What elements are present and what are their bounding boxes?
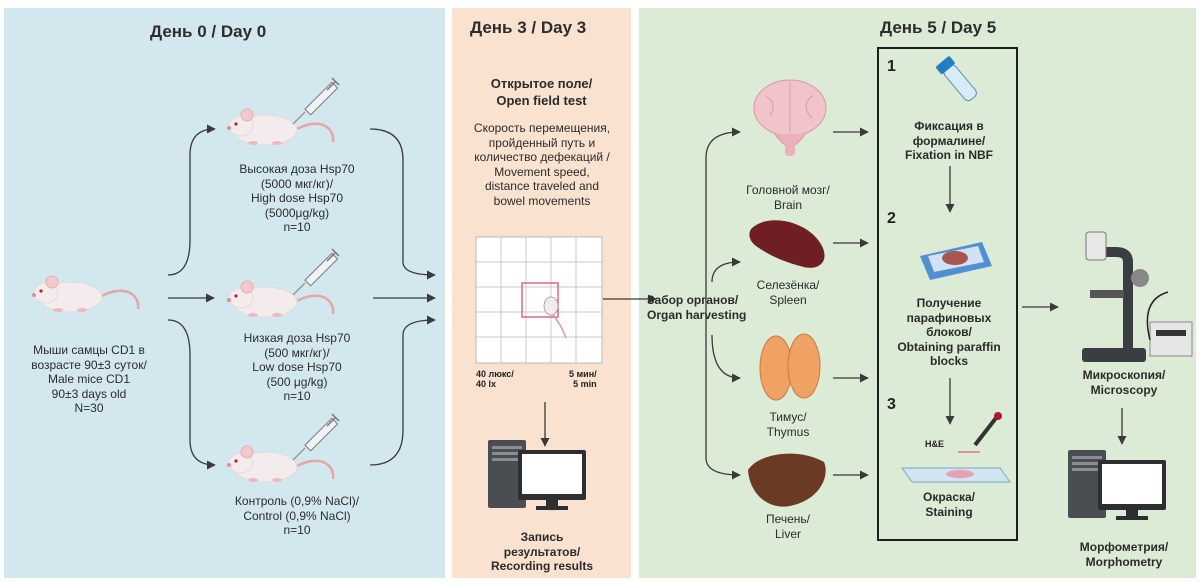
mouse-icon bbox=[225, 107, 335, 147]
morphometry-label: Морфометрия/ Morphometry bbox=[1079, 540, 1169, 569]
day3-title: День 3 / Day 3 bbox=[470, 18, 587, 37]
paraffin-block-icon bbox=[920, 242, 992, 280]
spleen-icon bbox=[749, 220, 825, 268]
organ-arrows bbox=[705, 127, 869, 480]
stain-tag: H&E bbox=[925, 439, 945, 449]
open-field-title: Открытое поле/ Open field test bbox=[490, 76, 593, 108]
day0-arrows bbox=[167, 124, 436, 470]
microscopy-label: Микроскопия/ Microscopy bbox=[1082, 368, 1166, 397]
recording-label: Запись результатов/ Recording results bbox=[490, 530, 594, 573]
day5-title: День 5 / Day 5 bbox=[880, 18, 997, 37]
step1-number: 1 bbox=[887, 58, 896, 75]
open-field-description: Скорость перемещения, пройденный путь и … bbox=[473, 121, 611, 208]
syringe-icon bbox=[292, 248, 340, 296]
dropper-icon bbox=[958, 412, 1002, 453]
step1-label: Фиксация в формалине/ Fixation in NBF bbox=[905, 119, 993, 162]
mouse-icon bbox=[225, 279, 335, 319]
source-mice-label: Мыши самцы CD1 в возрасте 90±3 суток/ Ma… bbox=[31, 343, 147, 415]
light-level-label: 40 люкс/ 40 lx bbox=[476, 369, 514, 389]
microscope-icon bbox=[1082, 231, 1193, 362]
control-label: Контроль (0,9% NaCl)/ Control (0,9% NaCl… bbox=[234, 494, 360, 537]
processing-steps-box bbox=[877, 47, 1018, 541]
step2-label: Получение парафиновых блоков/ Obtaining … bbox=[897, 296, 1001, 368]
duration-label: 5 мин/ 5 min bbox=[569, 369, 597, 389]
spleen-label: Селезёнка/ Spleen bbox=[756, 278, 820, 307]
low-dose-label: Низкая доза Hsp70 (500 мкг/кг)/ Low dose… bbox=[243, 331, 351, 403]
computer-icon bbox=[1068, 450, 1166, 520]
syringe-icon bbox=[292, 413, 340, 461]
brain-icon bbox=[753, 79, 827, 156]
liver-label: Печень/ Liver bbox=[765, 512, 811, 541]
organ-harvesting-label: Забор органов/ Organ harvesting bbox=[647, 293, 747, 322]
liver-icon bbox=[748, 453, 826, 507]
step3-number: 3 bbox=[887, 396, 896, 413]
step2-number: 2 bbox=[887, 210, 896, 227]
open-field-grid bbox=[475, 236, 603, 364]
syringe-icon bbox=[292, 77, 340, 125]
step3-label: Окраска/ Staining bbox=[922, 490, 976, 519]
thymus-label: Тимус/ Thymus bbox=[766, 410, 810, 439]
brain-label: Головной мозг/ Brain bbox=[746, 183, 830, 212]
computer-icon bbox=[488, 440, 586, 510]
thymus-icon bbox=[759, 333, 821, 401]
mouse-icon bbox=[30, 274, 140, 314]
mouse-icon bbox=[225, 444, 335, 484]
high-dose-label: Высокая доза Hsp70 (5000 мкг/кг)/ High d… bbox=[239, 162, 355, 234]
day0-title: День 0 / Day 0 bbox=[150, 22, 267, 41]
stained-slide-icon bbox=[901, 467, 1011, 483]
formalin-tube-icon bbox=[936, 56, 977, 102]
